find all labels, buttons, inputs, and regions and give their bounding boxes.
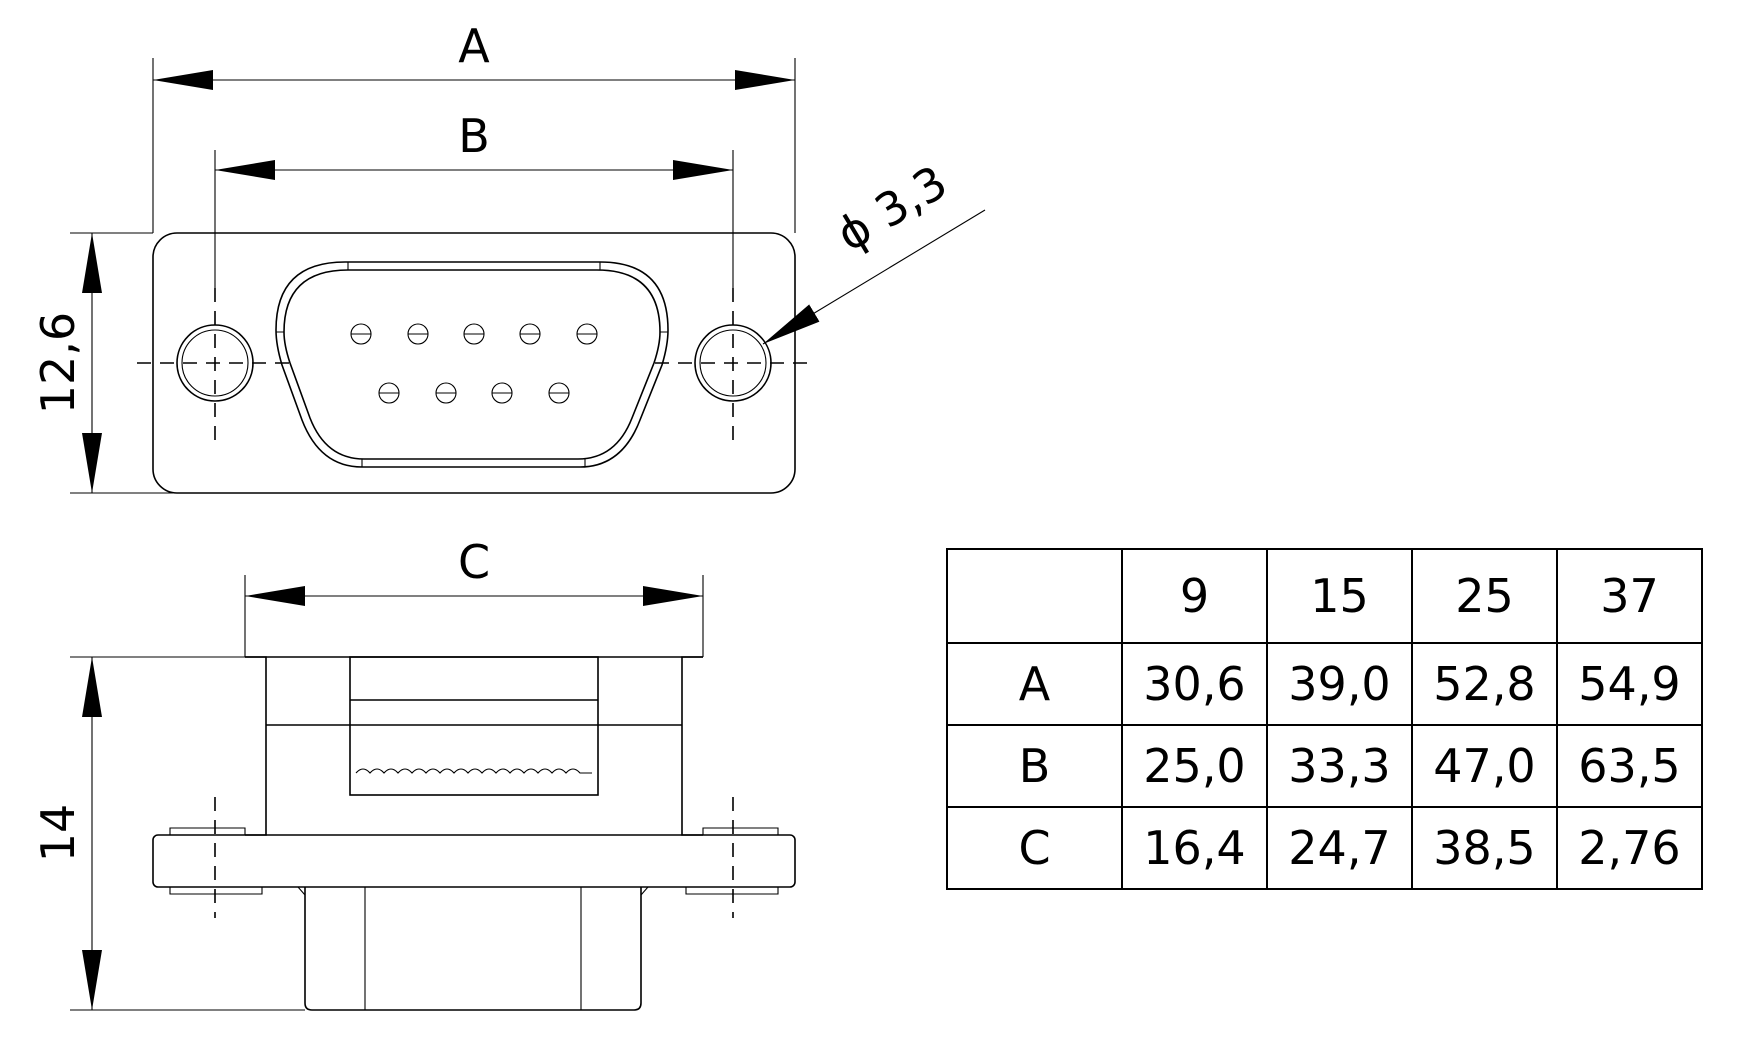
table-row-label: C [946, 806, 1123, 890]
front-view: A B 12,6 ϕ 3,3 [31, 19, 986, 494]
table-row-label: A [946, 642, 1123, 726]
table-cell: 39,0 [1266, 642, 1413, 726]
flange-plate [152, 232, 796, 494]
table-header-cell: 15 [1266, 548, 1413, 644]
pin-row-top [350, 323, 598, 345]
table-header-cell [946, 548, 1123, 644]
dimension-label-height: 12,6 [31, 312, 85, 414]
table-cell: 54,9 [1556, 642, 1703, 726]
lower-shell-lines [297, 886, 649, 1010]
table-row-label: B [946, 724, 1123, 808]
table-row: A 30,6 39,0 52,8 54,9 [946, 642, 1703, 726]
latch-teeth [355, 768, 592, 774]
dimension-label-height: 14 [31, 804, 85, 863]
d-shell-outer [275, 261, 669, 468]
latch [349, 656, 599, 796]
table-cell: 63,5 [1556, 724, 1703, 808]
table-cell: 33,3 [1266, 724, 1413, 808]
table-cell: 16,4 [1121, 806, 1268, 890]
flange-nut-left [169, 827, 263, 895]
d-shell-edge-marks [276, 262, 668, 467]
extension-lines [70, 575, 704, 1011]
flange [152, 834, 796, 888]
dimension-label-a: A [458, 19, 490, 73]
hole-diameter-label: ϕ 3,3 [827, 155, 956, 262]
dimension-table: 9 15 25 37 A 30,6 39,0 52,8 54,9 B 25,0 … [946, 548, 1703, 890]
table-cell: 24,7 [1266, 806, 1413, 890]
table-cell: 2,76 [1556, 806, 1703, 890]
body-outline [245, 656, 267, 836]
pin-row-bottom [378, 382, 570, 404]
table-cell: 52,8 [1411, 642, 1558, 726]
table-header-cell: 25 [1411, 548, 1558, 644]
dimension-label-b: B [458, 109, 490, 163]
table-row: C 16,4 24,7 38,5 2,76 [946, 806, 1703, 890]
table-cell: 38,5 [1411, 806, 1558, 890]
table-header-cell: 9 [1121, 548, 1268, 644]
table-header-row: 9 15 25 37 [946, 548, 1703, 644]
table-row: B 25,0 33,3 47,0 63,5 [946, 724, 1703, 808]
extension-lines [70, 58, 796, 494]
hole-leader-line [762, 209, 986, 345]
table-cell: 30,6 [1121, 642, 1268, 726]
d-shell-inner [283, 269, 661, 460]
lower-shell [304, 887, 642, 1011]
table-cell: 25,0 [1121, 724, 1268, 808]
dimension-label-c: C [458, 535, 490, 589]
flange-nut-right [685, 827, 779, 895]
side-view: C 14 [31, 535, 796, 1011]
table-cell: 47,0 [1411, 724, 1558, 808]
table-header-cell: 37 [1556, 548, 1703, 644]
body-outline [681, 656, 703, 836]
